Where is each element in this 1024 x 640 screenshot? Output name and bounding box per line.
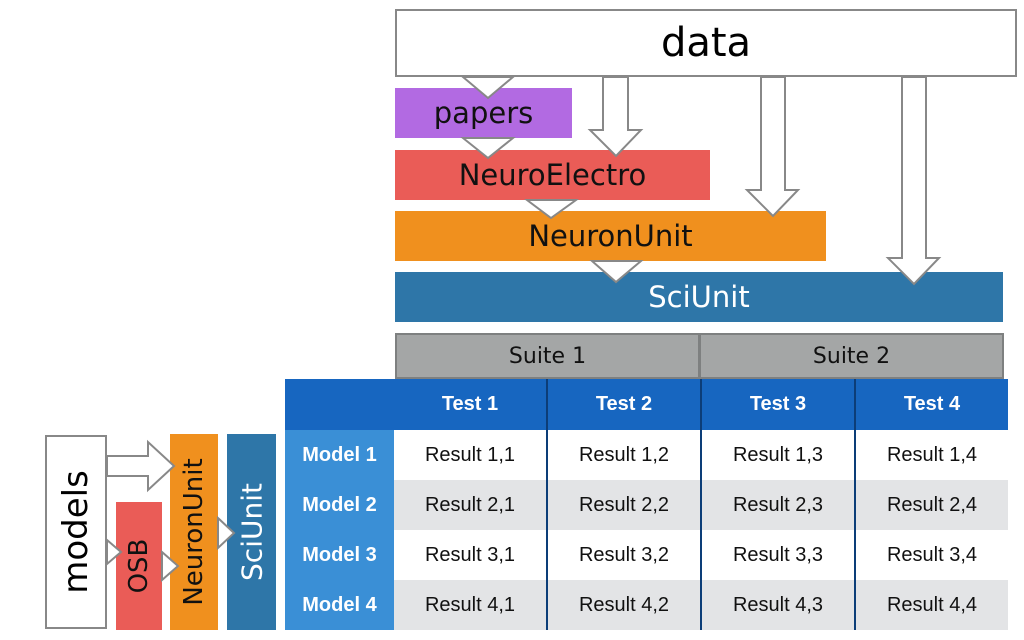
neuroelectro-layer: NeuroElectro	[395, 150, 710, 200]
suite-2-label: Suite 2	[812, 343, 891, 369]
test-1-header: Test 1	[394, 379, 547, 430]
result-cell: Result 1,1	[394, 430, 547, 480]
result-cell: Result 1,3	[700, 430, 855, 480]
model-4-header: Model 4	[285, 580, 394, 630]
arrow-models-to-neuronunit	[106, 439, 176, 493]
arrow-osb-to-neuronunit	[161, 549, 180, 583]
result-cell: Result 4,1	[394, 580, 547, 630]
arrow-data-to-sciunit	[885, 76, 942, 286]
result-cell: Result 2,2	[546, 480, 701, 530]
models-box: models	[45, 435, 107, 629]
arrow-models-to-osb	[106, 537, 123, 567]
result-cell: Result 4,2	[546, 580, 701, 630]
sciunit-label: SciUnit	[648, 280, 750, 314]
result-cell: Result 4,3	[700, 580, 855, 630]
result-cell: Result 1,2	[546, 430, 701, 480]
osb-box: OSB	[116, 502, 162, 630]
arrow-data-to-neuronunit	[744, 76, 801, 218]
table-row: Model 2 Result 2,1 Result 2,2 Result 2,3…	[285, 480, 1008, 530]
arrow-data-to-papers	[460, 76, 516, 100]
neuronunit-label: NeuronUnit	[528, 219, 693, 253]
arrow-papers-to-neuroelectro	[460, 137, 516, 160]
neuronunit-layer: NeuronUnit	[395, 211, 826, 261]
neuroelectro-label: NeuroElectro	[458, 158, 647, 192]
result-cell: Result 3,2	[546, 530, 701, 580]
neuronunit-vertical-box: NeuronUnit	[170, 434, 218, 630]
sciunit-layer: SciUnit	[395, 272, 1003, 322]
arrow-data-to-neuroelectro	[587, 76, 644, 158]
result-cell: Result 3,1	[394, 530, 547, 580]
papers-layer: papers	[395, 88, 572, 138]
arrow-neuronunit-to-sciunit-left	[217, 515, 236, 551]
test-2-header: Test 2	[546, 379, 701, 430]
suite-1-label: Suite 1	[508, 343, 587, 369]
result-cell: Result 1,4	[854, 430, 1008, 480]
test-3-header: Test 3	[700, 379, 855, 430]
result-cell: Result 3,4	[854, 530, 1008, 580]
data-box: data	[395, 9, 1017, 77]
table-row: Model 1 Result 1,1 Result 1,2 Result 1,3…	[285, 430, 1008, 480]
model-2-header: Model 2	[285, 480, 394, 530]
test-4-header: Test 4	[854, 379, 1008, 430]
suite-2-header: Suite 2	[699, 333, 1004, 379]
result-cell: Result 2,3	[700, 480, 855, 530]
arrow-neuronunit-to-sciunit	[589, 260, 644, 284]
result-cell: Result 2,1	[394, 480, 547, 530]
test-header-row: Test 1 Test 2 Test 3 Test 4	[285, 379, 1008, 430]
corner-cell	[285, 379, 394, 430]
sciunit-vertical-box: SciUnit	[227, 434, 276, 630]
result-cell: Result 3,3	[700, 530, 855, 580]
arrow-neuroelectro-to-neuronunit	[524, 199, 580, 220]
table-row: Model 3 Result 3,1 Result 3,2 Result 3,3…	[285, 530, 1008, 580]
suite-1-header: Suite 1	[395, 333, 700, 379]
result-cell: Result 2,4	[854, 480, 1008, 530]
model-1-header: Model 1	[285, 430, 394, 480]
model-3-header: Model 3	[285, 530, 394, 580]
papers-label: papers	[433, 96, 534, 130]
result-cell: Result 4,4	[854, 580, 1008, 630]
table-row: Model 4 Result 4,1 Result 4,2 Result 4,3…	[285, 580, 1008, 630]
results-grid: Test 1 Test 2 Test 3 Test 4 Model 1 Resu…	[285, 379, 1008, 630]
data-label: data	[660, 20, 752, 66]
